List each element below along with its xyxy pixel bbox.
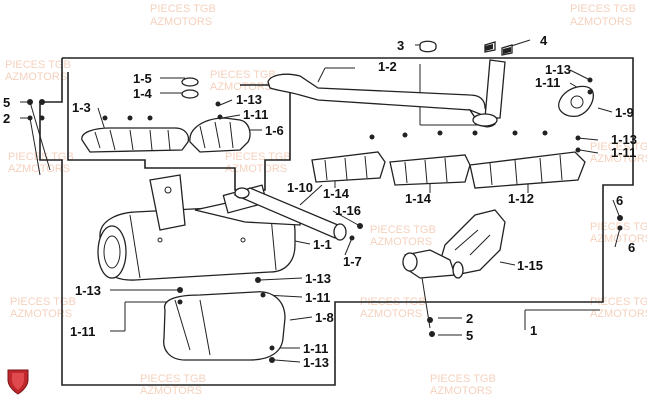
watermark-text: AZMOTORS <box>150 16 212 28</box>
callout-1-7: 1-7 <box>343 254 362 269</box>
callout-2: 2 <box>3 111 10 126</box>
watermark-text: PIECES TGB <box>10 296 76 308</box>
callout-1-13: 1-13 <box>305 271 331 286</box>
heat-shield-parts-1-14-1-12 <box>311 151 586 189</box>
watermark-text: AZMOTORS <box>5 71 67 83</box>
callout-1-1: 1-1 <box>313 237 332 252</box>
callout-1-2: 1-2 <box>378 59 397 74</box>
muffler-part-1-1 <box>97 174 301 281</box>
watermark-text: AZMOTORS <box>225 163 287 175</box>
inlet-pipe-part-1-10 <box>233 187 347 241</box>
gasket-parts-3-4 <box>419 40 513 56</box>
callout-1-13: 1-13 <box>611 132 637 147</box>
callout-1-4: 1-4 <box>133 86 153 101</box>
azmotors-shield-logo <box>7 369 29 395</box>
watermark-text: PIECES TGB <box>5 59 71 71</box>
heat-shield-group-frame <box>67 72 291 191</box>
heat-shield-part-1-8 <box>163 291 286 361</box>
heat-shield-parts-1-3-1-6 <box>81 77 251 153</box>
watermark-text: AZMOTORS <box>210 81 272 93</box>
end-cap-part-1-9 <box>558 77 594 117</box>
bracket-part-1-15 <box>402 209 506 279</box>
callout-1-12: 1-12 <box>508 191 534 206</box>
callout-1-14: 1-14 <box>323 186 350 201</box>
callout-1-11: 1-11 <box>535 75 560 90</box>
watermark-text: PIECES TGB <box>8 151 74 163</box>
callout-1-15: 1-15 <box>517 258 543 273</box>
callout-5: 5 <box>466 328 473 343</box>
callout-1-13: 1-13 <box>545 62 571 77</box>
callout-6: 6 <box>616 193 623 208</box>
callout-1-16: 1-16 <box>335 203 361 218</box>
watermark-text: AZMOTORS <box>360 308 422 320</box>
callout-1-9: 1-9 <box>615 105 634 120</box>
callout-2: 2 <box>466 311 473 326</box>
callout-1-10: 1-10 <box>287 180 313 195</box>
callout-1-13: 1-13 <box>303 355 329 370</box>
watermark-text: AZMOTORS <box>590 308 647 320</box>
watermark-group: PIECES TGB AZMOTORS PIECES TGB AZMOTORS … <box>5 3 647 397</box>
fasteners <box>27 99 623 363</box>
callout-6: 6 <box>628 240 635 255</box>
watermark-text: PIECES TGB <box>140 373 206 385</box>
watermark-text: PIECES TGB <box>430 373 496 385</box>
watermark-text: PIECES TGB <box>570 3 636 15</box>
callout-1-11: 1-11 <box>70 324 95 339</box>
watermark-text: AZMOTORS <box>590 233 647 245</box>
callout-1: 1 <box>530 323 537 338</box>
watermark-text: PIECES TGB <box>150 3 216 15</box>
callout-1-6: 1-6 <box>265 123 284 138</box>
watermark-text: PIECES TGB <box>590 296 647 308</box>
callout-1-8: 1-8 <box>315 310 334 325</box>
watermark-text: AZMOTORS <box>140 385 202 397</box>
callout-labels: 3 4 1-2 1-13 1-11 1-9 5 2 1-5 1-4 1-3 1-… <box>3 33 637 370</box>
callout-1-11: 1-11 <box>243 107 268 122</box>
callout-1-5: 1-5 <box>133 71 152 86</box>
callout-1-11: 1-11 <box>303 341 328 356</box>
watermark-text: AZMOTORS <box>570 16 632 28</box>
watermark-text: AZMOTORS <box>10 308 72 320</box>
callout-1-14: 1-14 <box>405 191 432 206</box>
watermark-text: PIECES TGB <box>225 151 291 163</box>
watermark-text: AZMOTORS <box>370 236 432 248</box>
callout-1-11: 1-11 <box>305 290 330 305</box>
callout-5: 5 <box>3 95 10 110</box>
callout-1-13: 1-13 <box>75 283 101 298</box>
watermark-text: AZMOTORS <box>430 385 492 397</box>
callout-1-11: 1-11 <box>611 145 636 160</box>
callout-1-13: 1-13 <box>236 92 262 107</box>
watermark-text: PIECES TGB <box>370 224 436 236</box>
head-pipe-part-1-2 <box>267 59 506 128</box>
callout-1-3: 1-3 <box>72 100 91 115</box>
callout-4: 4 <box>540 33 548 48</box>
watermark-text: PIECES TGB <box>210 69 276 81</box>
callout-3: 3 <box>397 38 404 53</box>
